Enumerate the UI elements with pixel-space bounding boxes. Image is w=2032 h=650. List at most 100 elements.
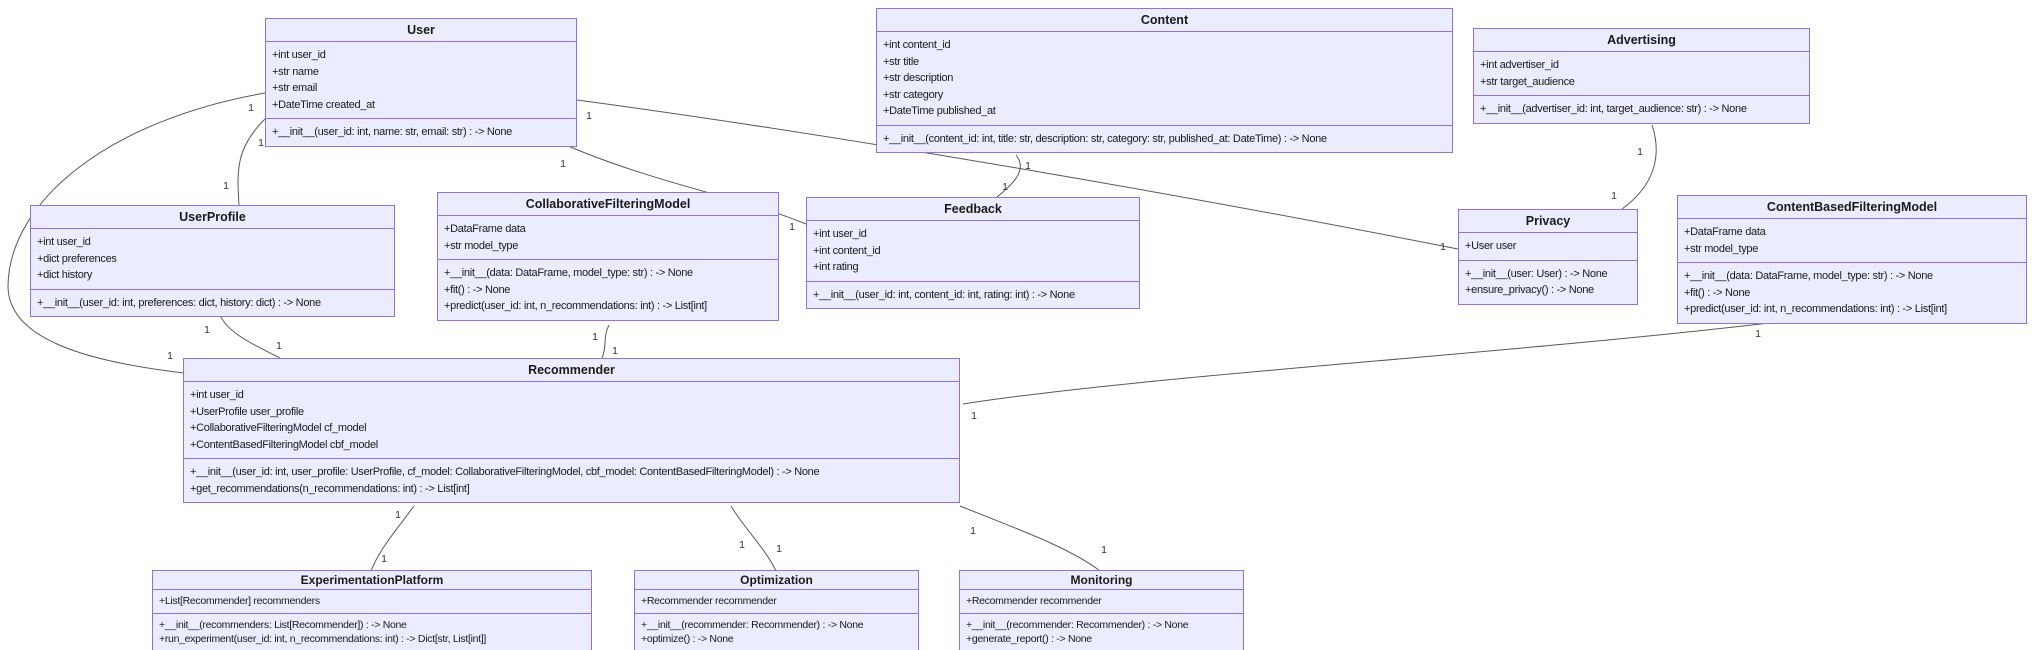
- class-box-Content: Content+int content_id+str title+str des…: [876, 8, 1453, 153]
- class-method: +__init__(data: DataFrame, model_type: s…: [1684, 270, 1933, 282]
- attributes-compartment: +DataFrame data +str model_type: [438, 216, 778, 260]
- class-attribute: +DateTime created_at: [272, 98, 375, 111]
- class-method: +ensure_privacy() : -> None: [1465, 284, 1594, 296]
- class-attribute: +int user_id: [37, 236, 91, 248]
- multiplicity-label: 1: [1025, 159, 1031, 172]
- class-attribute: +DataFrame data: [1684, 226, 1766, 238]
- class-method: +__init__(recommender: Recommender) : ->…: [641, 618, 864, 631]
- multiplicity-label: 1: [612, 344, 618, 357]
- class-box-ContentBasedFilteringModel: ContentBasedFilteringModel +DataFrame dat…: [1677, 195, 2027, 324]
- methods-compartment: +__init__(recommender: Recommender) : ->…: [635, 614, 918, 650]
- class-box-Optimization: Optimization +Recommender recommender +__i…: [634, 570, 919, 650]
- methods-compartment: +__init__(user_id: int, preferences: dic…: [31, 290, 394, 317]
- class-method: +optimize() : -> None: [641, 633, 734, 645]
- class-title: Privacy: [1459, 210, 1637, 233]
- class-attribute: +Recommender recommender: [641, 595, 777, 607]
- multiplicity-label: 1: [1755, 327, 1761, 340]
- class-attribute: +int advertiser_id: [1480, 59, 1559, 71]
- relation-line-User-Privacy: [576, 99, 1459, 250]
- methods-compartment: +__init__(user_id: int, name: str, email…: [266, 119, 576, 146]
- class-title: ExperimentationPlatform: [153, 571, 591, 590]
- class-attribute: +List[Recommender] recommenders: [159, 595, 320, 607]
- multiplicity-label: 1: [276, 339, 282, 352]
- class-method: +__init__(advertiser_id: int, target_aud…: [1480, 103, 1747, 115]
- methods-compartment: +__init__(recommenders: List[Recommender…: [153, 614, 591, 650]
- class-method: +generate_report() : -> None: [966, 633, 1092, 645]
- class-title: Monitoring: [960, 571, 1243, 590]
- class-method: +predict(user_id: int, n_recommendations…: [1684, 303, 1947, 315]
- class-method: +predict(user_id: int, n_recommendations…: [444, 300, 707, 312]
- class-attribute: +str name: [272, 65, 319, 78]
- methods-compartment: +__init__(user: User) : -> None +ensure_p…: [1459, 261, 1637, 304]
- class-box-Feedback: Feedback+int user_id+int content_id+int …: [806, 197, 1140, 309]
- multiplicity-label: 1: [248, 101, 254, 114]
- relation-line-Recommender-ExperimentationPlatform: [370, 505, 415, 572]
- class-method: +run_experiment(user_id: int, n_recommen…: [159, 633, 487, 645]
- class-method: +__init__(content_id: int, title: str, d…: [883, 132, 1327, 145]
- relation-line-Advertising-Privacy: [1621, 124, 1657, 210]
- multiplicity-label: 1: [395, 508, 401, 521]
- class-title: Optimization: [635, 571, 918, 590]
- class-box-CollaborativeFilteringModel: CollaborativeFilteringModel+DataFrame da…: [437, 192, 779, 321]
- relation-line-Content-Feedback: [996, 154, 1021, 198]
- class-attribute: +CollaborativeFilteringModel cf_model: [190, 422, 367, 434]
- class-attribute: +DataFrame data: [444, 223, 526, 235]
- multiplicity-label: 1: [776, 542, 782, 555]
- attributes-compartment: +User user: [1459, 233, 1637, 261]
- class-title: Advertising: [1474, 29, 1809, 52]
- multiplicity-label: 1: [1440, 240, 1446, 253]
- relation-line-CollaborativeFilteringModel-Recommender: [601, 324, 610, 359]
- class-box-Recommender: Recommender+int user_id+UserProfile user…: [183, 358, 960, 503]
- class-method: +__init__(recommender: Recommender) : ->…: [966, 618, 1189, 631]
- class-title: CollaborativeFilteringModel: [438, 193, 778, 216]
- class-attribute: +str model_type: [1684, 242, 1759, 255]
- class-method: +__init__(user: User) : -> None: [1465, 267, 1608, 280]
- class-attribute: +str model_type: [444, 239, 519, 252]
- multiplicity-label: 1: [1611, 189, 1617, 202]
- class-attribute: +str email: [272, 82, 317, 94]
- attributes-compartment: +List[Recommender] recommenders: [153, 590, 591, 614]
- multiplicity-label: 1: [1101, 543, 1107, 556]
- class-box-Advertising: Advertising +int advertiser_id +str target…: [1473, 28, 1810, 124]
- relation-line-User-Recommender: [7, 92, 266, 374]
- class-box-UserProfile: UserProfile+int user_id+dict preferences…: [30, 205, 395, 317]
- attributes-compartment: +int user_id+int content_id+int rating: [807, 221, 1139, 282]
- multiplicity-label: 1: [789, 220, 795, 233]
- relation-line-UserProfile-Recommender: [218, 312, 281, 359]
- methods-compartment: +__init__(user_id: int, user_profile: Us…: [184, 459, 959, 502]
- class-attribute: +int content_id: [883, 39, 951, 51]
- class-box-Monitoring: Monitoring+Recommender recommender +__ini…: [959, 570, 1244, 650]
- multiplicity-label: 1: [970, 524, 976, 537]
- class-method: +__init__(user_id: int, preferences: dic…: [37, 296, 321, 309]
- class-method: +fit() : -> None: [1684, 286, 1751, 299]
- class-method: +__init__(user_id: int, content_id: int,…: [813, 288, 1075, 301]
- class-attribute: +str target_audience: [1480, 75, 1575, 88]
- class-attribute: +ContentBasedFilteringModel cbf_model: [190, 438, 378, 451]
- class-method: +__init__(user_id: int, user_profile: Us…: [190, 466, 820, 478]
- class-attribute: +int user_id: [272, 49, 326, 61]
- class-attribute: +DateTime published_at: [883, 105, 996, 117]
- class-title: User: [266, 19, 576, 42]
- class-attribute: +int content_id: [813, 244, 881, 257]
- methods-compartment: +__init__(recommender: Recommender) : ->…: [960, 614, 1243, 650]
- multiplicity-label: 1: [381, 552, 387, 565]
- class-title: Feedback: [807, 198, 1139, 221]
- methods-compartment: +__init__(content_id: int, title: str, d…: [877, 126, 1452, 153]
- class-title: Content: [877, 9, 1452, 32]
- attributes-compartment: +Recommender recommender: [960, 590, 1243, 614]
- class-method: +__init__(recommenders: List[Recommender…: [159, 618, 407, 631]
- multiplicity-label: 1: [167, 349, 173, 362]
- class-attribute: +str description: [883, 72, 954, 84]
- attributes-compartment: +Recommender recommender: [635, 590, 918, 614]
- multiplicity-label: 1: [586, 109, 592, 122]
- class-method: +__init__(user_id: int, name: str, email…: [272, 126, 512, 138]
- class-title: ContentBasedFilteringModel: [1678, 196, 2026, 219]
- attributes-compartment: +int user_id+dict preferences+dict histo…: [31, 229, 394, 290]
- attributes-compartment: +int content_id+str title+str descriptio…: [877, 32, 1452, 126]
- relation-line-Recommender-Monitoring: [959, 505, 1101, 572]
- class-attribute: +int user_id: [813, 228, 867, 240]
- class-method: +get_recommendations(n_recommendations: …: [190, 482, 470, 495]
- class-attribute: +str category: [883, 88, 943, 101]
- multiplicity-label: 1: [204, 323, 210, 336]
- multiplicity-label: 1: [592, 330, 598, 343]
